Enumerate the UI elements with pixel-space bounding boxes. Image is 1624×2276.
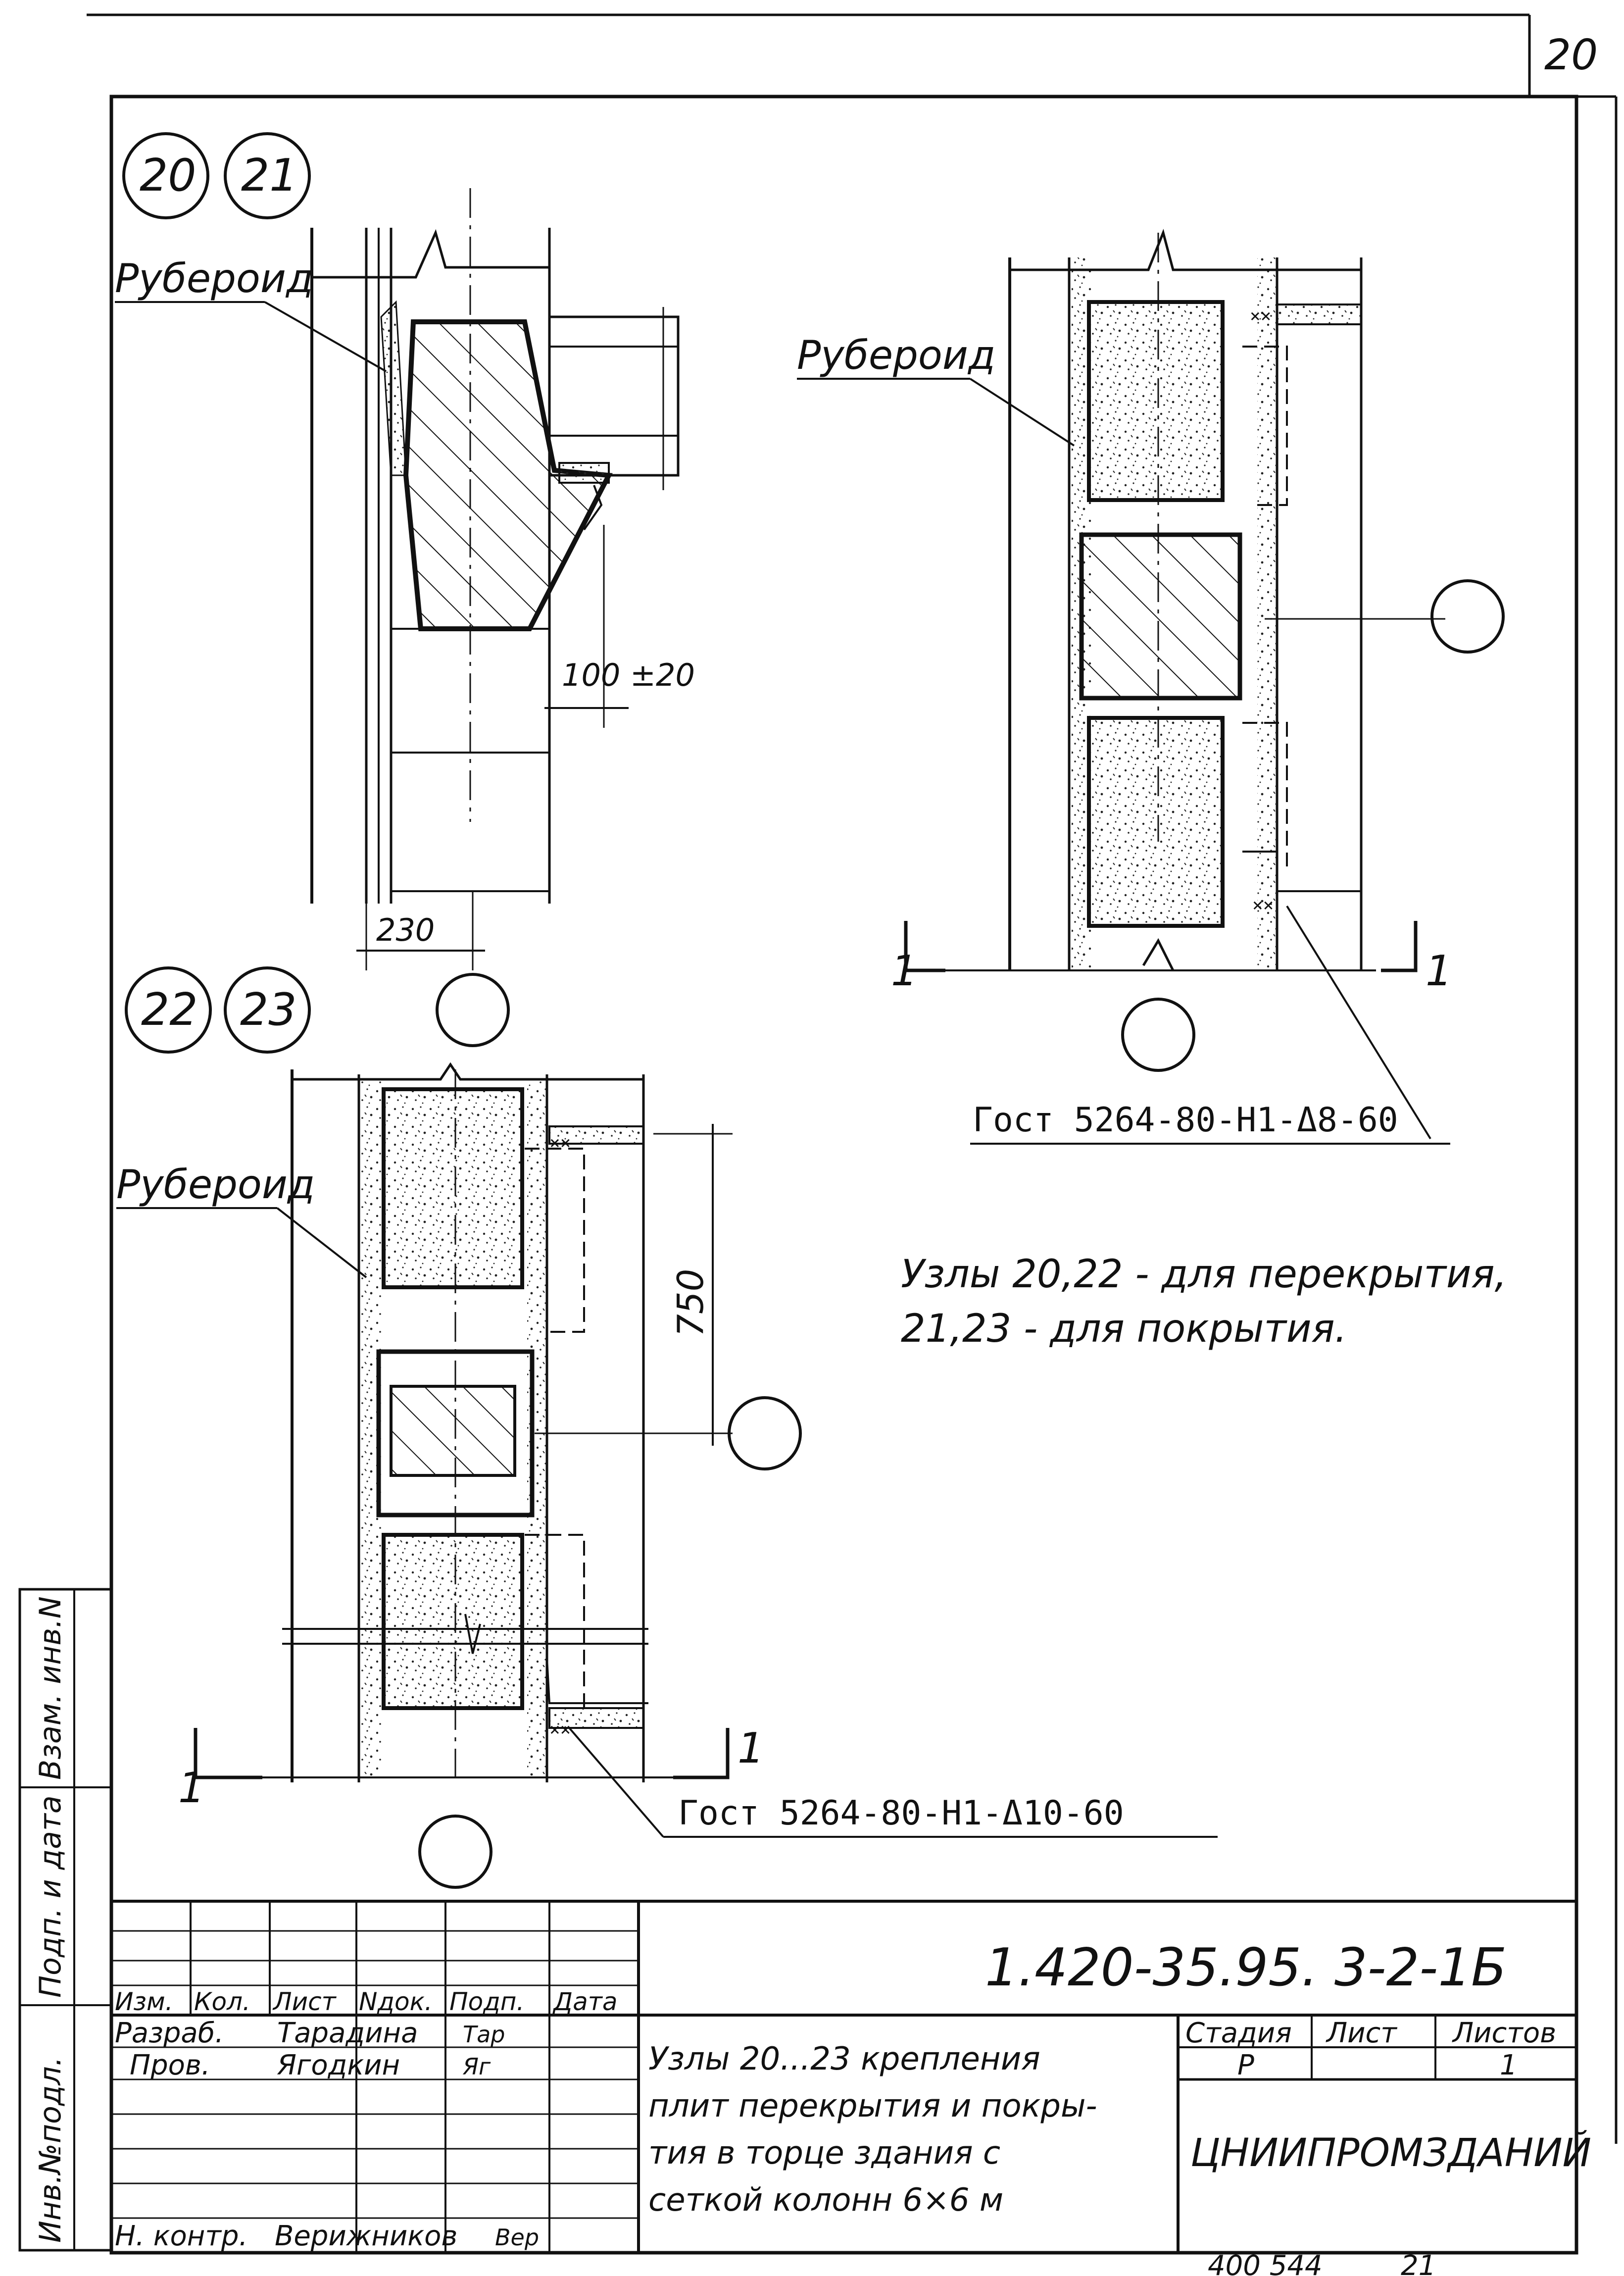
row-norm-control-sign: Вер [495,2224,539,2251]
detail-22-23: 22 23 Рубероид ×× ×× 75 [116,966,1218,1889]
row-developer-sign: Тар [463,2021,505,2048]
organization: ЦНИИПРОМЗДАНИЙ [1190,2129,1591,2175]
standard-ref-bottom: Гост 5264-80-Н1-Δ10-60 [678,1794,1124,1833]
node-label-21: 21 [241,150,298,202]
notes-line-1: Узлы 20,22 - для перекрытия, [901,1252,1507,1297]
title-line-1: Узлы 20...23 крепления [648,2041,1040,2077]
detail-20-21: 20 21 Рубероид 100 ±20 [115,132,695,1047]
section-mark-left-bottom: 1 [178,1764,205,1813]
node-marker-21 [224,132,311,219]
header-sheet: Лист [272,1987,337,2016]
axis-marker-bottom-horizontal [728,1396,802,1470]
material-label-roofing: Рубероид [115,255,313,302]
node-marker-23 [224,966,311,1054]
svg-text:××: ×× [1250,306,1271,326]
node-label-20: 20 [140,150,197,202]
sheets-value: 1 [1500,2049,1518,2081]
header-date: Дата [552,1987,617,2016]
section-mark-right: 1 [1426,947,1452,996]
header-change: Изм. [115,1987,173,2016]
side-stamp: Взам. инв.N Подп. и дата Инв.№подл. [18,1588,113,2252]
sheet-frame [87,13,1618,2255]
page-number: 20 [1544,31,1598,80]
section-mark-left: 1 [891,947,918,996]
header-signature: Подп. [449,1987,524,2016]
stage-header: Стадия [1185,2017,1292,2049]
slab-section-hatched [403,319,613,631]
node-label-22: 22 [141,984,198,1036]
svg-text:××: ×× [549,1720,571,1740]
row-developer-role: Разраб. [115,2017,224,2049]
axis-marker-top-left [436,973,510,1047]
side-stamp-inv-no: Инв.№подл. [33,2057,68,2243]
material-label-roofing-bottom: Рубероид [116,1162,315,1208]
stage-value: Р [1237,2049,1254,2081]
row-developer-name: Тарадина [277,2017,418,2049]
sheet-header: Лист [1326,2017,1397,2049]
axis-marker-bottom-vertical [418,1815,492,1889]
sheets-header: Листов [1452,2017,1556,2049]
header-doc-no: Nдок. [359,1987,433,2016]
header-count: Кол. [194,1987,250,2016]
node-marker-20 [122,132,209,219]
svg-text:××: ×× [549,1133,571,1153]
side-stamp-replace-inv: Взам. инв.N [33,1596,68,1780]
archive-sheet: 21 [1401,2250,1436,2276]
title-line-2: плит перекрытия и покры- [648,2088,1097,2124]
dim-gap: 100 ±20 [562,657,695,693]
svg-text:××: ×× [1252,895,1274,915]
side-stamp-sign-date: Подп. и дата [33,1795,68,1998]
section-mark-right-bottom: 1 [738,1724,764,1773]
material-label-roofing-right: Рубероид [797,332,995,378]
notes-line-2: 21,23 - для покрытия. [901,1307,1347,1351]
title-line-3: тия в торце здания с [648,2135,1000,2172]
row-norm-control-name: Верижников [275,2220,457,2252]
node-marker-22 [125,966,212,1054]
title-line-4: сеткой колонн 6×6 м [648,2182,1003,2219]
dim-height: 750 [670,1269,711,1337]
node-label-23: 23 [240,984,297,1036]
title-block: 1.420-35.95. 3-2-1Б Изм. Кол. Лист Nдок.… [111,1900,1591,2276]
row-norm-control-role: Н. контр. [115,2220,247,2252]
archive-number: 400 544 [1208,2250,1323,2276]
row-checker-name: Ягодкин [277,2049,400,2081]
doc-code: 1.420-35.95. 3-2-1Б [985,1937,1507,1998]
standard-ref-right: Гост 5264-80-Н1-Δ8-60 [973,1101,1398,1140]
row-checker-role: Пров. [130,2049,210,2081]
dim-width: 230 [376,912,435,948]
row-checker-sign: Яг [462,2053,491,2080]
axis-marker-right-horizontal [1430,579,1505,654]
axis-marker-right-vertical [1121,998,1195,1072]
detail-top-right: Рубероид ×× ×× 1 1 [797,229,1505,1145]
